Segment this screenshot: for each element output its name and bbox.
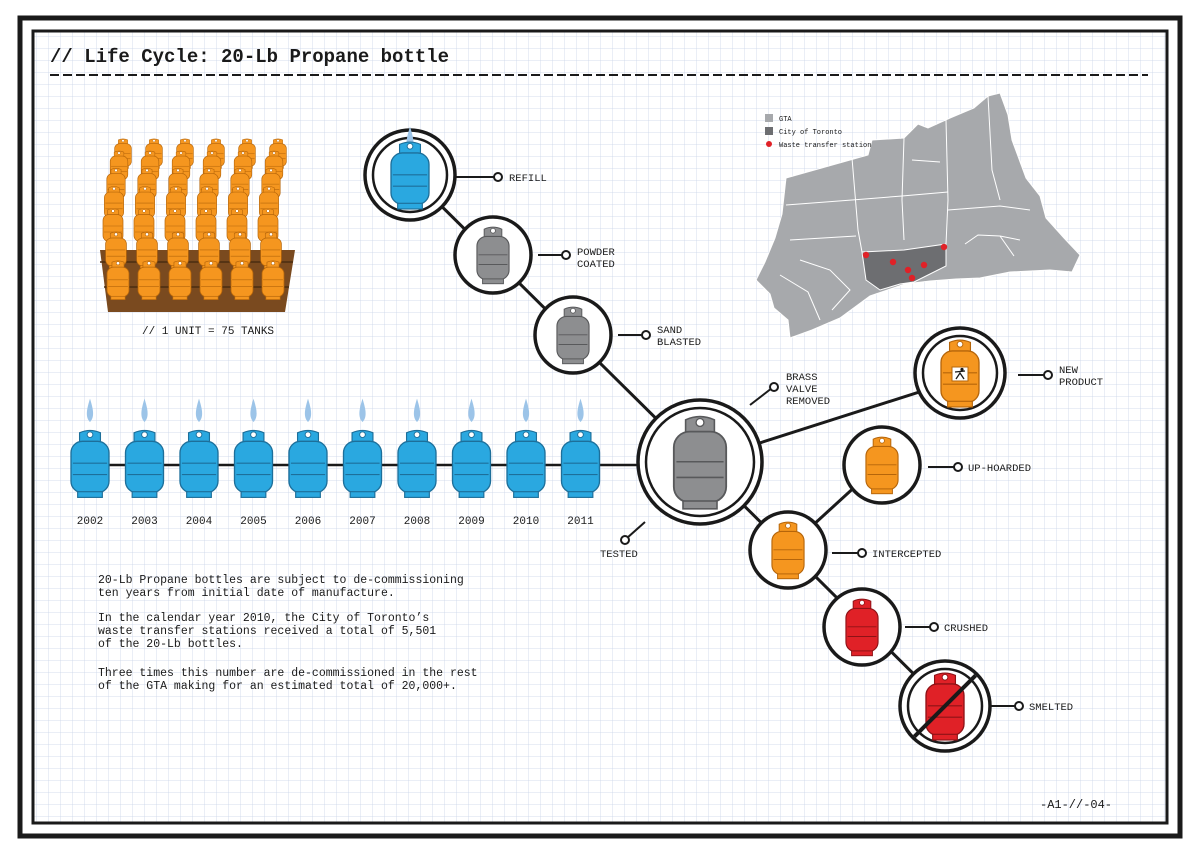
legend-gta: GTA: [779, 116, 792, 124]
pallet-illustration: [100, 138, 295, 312]
waste-station-dot: [920, 261, 928, 269]
year-label: 2002: [77, 516, 103, 528]
propane-tank-icon: [771, 521, 805, 580]
year-label: 2008: [404, 516, 430, 528]
label-smelted: SMELTED: [1029, 702, 1073, 714]
year-tank-icon: [397, 429, 437, 498]
pallet-caption: // 1 UNIT = 75 TANKS: [142, 326, 274, 338]
year-tank-icon: [560, 429, 601, 498]
waste-station-dot: [862, 251, 870, 259]
propane-tank-icon: [390, 141, 430, 210]
year-tank-icon: [451, 429, 492, 498]
stage-brass-valve-removed-node: [636, 398, 764, 526]
toronto-region: [861, 243, 947, 291]
description-text: 20-Lb Propane bottles are subject to de-…: [98, 574, 478, 693]
flame-icon: [359, 398, 366, 422]
propane-tank-icon: [865, 436, 899, 495]
waste-station-dot: [908, 274, 916, 282]
stage-up-hoarded-node: [842, 425, 922, 505]
waste-station-dot: [904, 266, 912, 274]
year-tank-icon: [342, 429, 383, 498]
stage-powder-coated-node: [453, 215, 533, 295]
label-refill: REFILL: [509, 173, 547, 185]
flame-icon: [250, 398, 257, 422]
year-tank-icon: [233, 429, 274, 498]
year-row: 2002 2003 2004 2005 2006 2007 2008 2009 2010 2011: [70, 398, 601, 528]
stage-smelted-node: [898, 659, 992, 753]
legend-waste: Waste transfer station: [779, 142, 871, 150]
stage-new-product-node: [913, 326, 1007, 420]
callout-leaders: [455, 172, 1053, 711]
year-label: 2005: [240, 516, 266, 528]
year-label: 2006: [295, 516, 321, 528]
prohibited-slash-icon: [912, 673, 978, 739]
flame-icon: [468, 398, 475, 422]
year-label: 2011: [567, 516, 594, 528]
waste-station-dot: [940, 243, 948, 251]
flame-icon: [304, 398, 312, 422]
label-tested: TESTED: [600, 549, 638, 561]
waste-transfer-stations: [862, 243, 948, 282]
pallet-tank-icon: [199, 260, 223, 300]
year-label: 2003: [131, 516, 157, 528]
pallet-tank-icon: [137, 260, 161, 300]
year-label: 2004: [186, 516, 213, 528]
flame-icon: [522, 398, 530, 422]
year-tank-icon: [70, 429, 110, 498]
year-label: 2009: [458, 516, 484, 528]
pallet-tank-icon: [167, 231, 189, 269]
waste-station-dot: [889, 258, 897, 266]
label-crushed: CRUSHED: [944, 623, 988, 635]
stage-crushed-node: [822, 587, 902, 667]
flame-icon: [577, 398, 584, 422]
paragraph-3: Three times this number are de-commissio…: [98, 667, 478, 693]
label-intercepted: INTERCEPTED: [872, 549, 941, 561]
year-label: 2010: [513, 516, 539, 528]
flame-icon: [86, 398, 94, 422]
year-tank-icon: [124, 429, 165, 498]
year-tank-icon: [179, 429, 219, 498]
pallet-tank-icon: [136, 231, 158, 269]
flame-icon: [195, 398, 203, 422]
legend-gta-swatch: [765, 114, 773, 122]
pallet-tank-icon: [261, 260, 285, 300]
propane-tank-icon: [476, 226, 510, 285]
year-label: 2007: [349, 516, 375, 528]
propane-tank-icon: [556, 306, 590, 365]
flame-icon: [413, 398, 421, 422]
pallet-tanks: [102, 138, 287, 300]
label-up-hoarded: UP-HOARDED: [968, 463, 1031, 475]
legend-toronto-swatch: [765, 127, 773, 135]
sheet-number: -A1-//-04-: [1040, 798, 1112, 812]
pallet-tank-icon: [106, 260, 130, 300]
pallet-tank-icon: [230, 260, 254, 300]
page-title: // Life Cycle: 20-Lb Propane bottle: [50, 46, 449, 68]
paragraph-2: In the calendar year 2010, the City of T…: [98, 612, 436, 651]
paragraph-1: 20-Lb Propane bottles are subject to de-…: [98, 574, 464, 600]
stage-sand-blasted-node: [533, 295, 613, 375]
year-tank-icon: [288, 429, 328, 498]
legend-toronto: City of Toronto: [779, 129, 842, 137]
gta-municipal-borders: [779, 95, 1031, 321]
propane-tank-icon: [672, 415, 728, 510]
year-tank-icon: [506, 429, 546, 498]
flame-icon: [141, 398, 148, 422]
gta-map: GTA City of Toronto Waste transfer stati…: [755, 92, 1081, 339]
stage-intercepted-node: [748, 510, 828, 590]
pallet-tank-icon: [168, 260, 192, 300]
propane-tank-icon: [845, 598, 879, 657]
legend-waste-dot: [766, 141, 772, 147]
stage-refill-node: [363, 126, 457, 222]
